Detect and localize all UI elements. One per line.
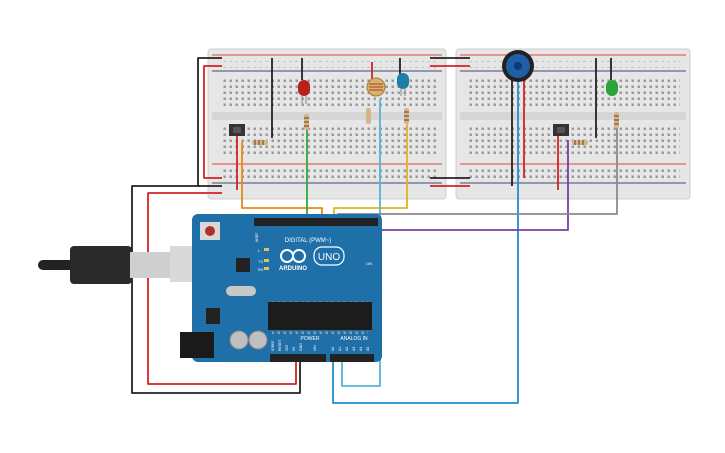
led-l-label: L (258, 248, 261, 253)
resistor-left-button (252, 140, 268, 145)
a2-label: A2 (345, 347, 349, 351)
wire-left-red-rail (203, 65, 222, 179)
usb-cable (38, 246, 192, 284)
breadboard-left (207, 48, 447, 200)
wires (131, 57, 618, 404)
board-name: ARDUINO (279, 266, 307, 272)
analog-label: ANALOG IN (340, 336, 368, 342)
pushbutton-right (553, 124, 569, 136)
a0-label: A0 (331, 347, 335, 351)
power-label: POWER (301, 336, 320, 342)
board-model: UNO (318, 252, 340, 263)
a3-label: A3 (352, 347, 356, 351)
wire-left-black-rail (197, 57, 222, 187)
breadboard-right (455, 48, 691, 200)
photoresistor (366, 77, 386, 97)
resistor-right-button (572, 140, 588, 145)
a1-label: A1 (338, 347, 342, 351)
v33-label: 3V3 (285, 345, 289, 351)
wire-5v-red (147, 192, 297, 385)
reset-pin-label: RESET (278, 338, 282, 351)
potentiometer (502, 50, 534, 82)
led-red (298, 80, 310, 104)
resistor-red-led (304, 114, 309, 130)
ioref-label: IOREF (271, 340, 275, 351)
v5-label: 5V (292, 346, 296, 351)
led-blue (397, 73, 409, 96)
wire-gnd-black (131, 185, 301, 394)
rx-label: RX (258, 267, 264, 272)
a5-label: A5 (366, 347, 370, 351)
arduino-logo (280, 249, 306, 263)
led-green (606, 80, 618, 96)
a4-label: A4 (359, 347, 363, 351)
pushbutton-left (229, 124, 245, 136)
tx-label: TX (258, 259, 263, 264)
resistor-green-led (614, 112, 619, 128)
aref-label: AREF (255, 233, 259, 242)
digital-label: DIGITAL (PWM~) (285, 238, 332, 244)
resistor-blue-led (404, 108, 409, 124)
on-label: ON (366, 261, 372, 266)
arduino-board: DIGITAL (PWM~) ARDUINO UNO L TX RX ON (180, 214, 382, 362)
resistor-ldr (366, 108, 371, 124)
vin-label: VIN (313, 345, 317, 351)
gnd-label: GND (299, 343, 303, 351)
wire-pot-blue (332, 82, 519, 404)
